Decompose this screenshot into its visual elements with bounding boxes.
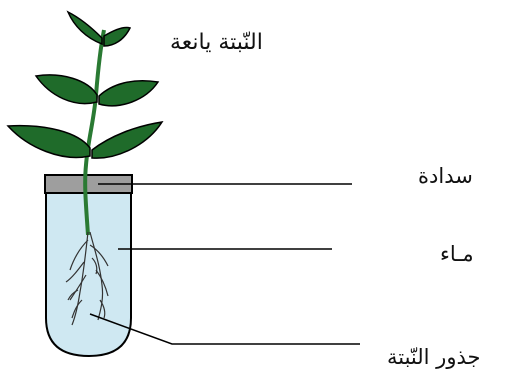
water-label: مـاء <box>440 244 474 265</box>
plant-leaves <box>8 12 162 158</box>
leaf <box>8 126 90 158</box>
roots-label: جذور النّبتة <box>387 347 480 368</box>
leaf <box>36 75 97 104</box>
leaf <box>104 27 130 46</box>
leaf <box>68 12 102 44</box>
leaf <box>92 122 162 158</box>
plant-label: النّبتة يانعة <box>170 32 263 54</box>
leaf <box>99 81 158 106</box>
stopper-label: سدادة <box>418 166 473 187</box>
